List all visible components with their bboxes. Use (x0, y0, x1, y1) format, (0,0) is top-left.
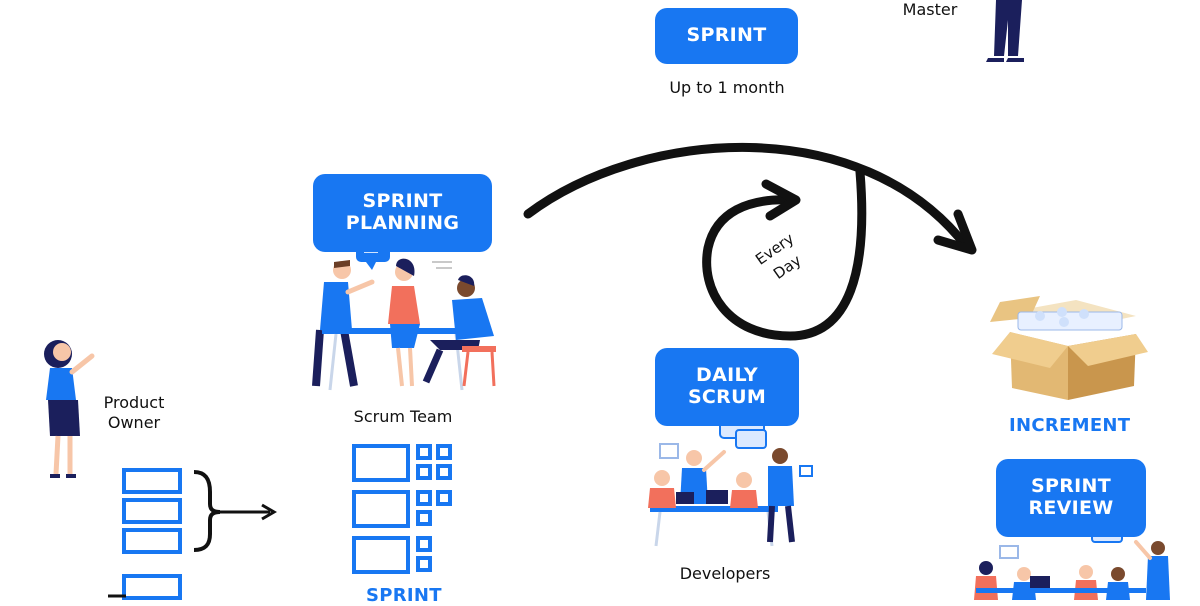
sprint-duration-label: Up to 1 month (669, 78, 785, 97)
scrum-master-label: Master (902, 0, 958, 19)
daily-loop-arrowhead (761, 179, 801, 221)
sprint-backlog-icon (352, 444, 452, 574)
increment-label: INCREMENT (1009, 415, 1131, 436)
product-owner-label: Product Owner (88, 393, 180, 433)
sprint-planning-label-line1: SPRINT (362, 190, 443, 213)
sprint-review-label-line1: SPRINT (1031, 475, 1111, 498)
sprint-review-pill: SPRINT REVIEW (996, 459, 1146, 537)
product-owner-label-line2: Owner (107, 413, 161, 432)
scrum-team-illustration (312, 238, 496, 391)
sprint-planning-pill: SPRINT PLANNING (313, 174, 492, 252)
daily-scrum-pill: DAILY SCRUM (655, 348, 799, 426)
increment-box-icon (990, 296, 1148, 400)
daily-loop-arrow (702, 167, 867, 341)
product-owner-figure (44, 340, 95, 478)
scrum-master-figure (986, 0, 1024, 62)
scrum-team-label: Scrum Team (353, 407, 453, 426)
sprint-backlog-label: SPRINT (366, 585, 442, 606)
sprint-flow-arrow (523, 143, 971, 251)
product-backlog-icon (122, 468, 182, 600)
sprint-pill: SPRINT (655, 8, 798, 64)
sprint-review-label-line2: REVIEW (1028, 497, 1114, 519)
daily-scrum-label-line2: SCRUM (687, 386, 767, 408)
product-owner-label-line1: Product (103, 393, 165, 412)
daily-scrum-label-line1: DAILY (696, 364, 758, 387)
sprint-planning-label-line2: PLANNING (345, 212, 460, 234)
sprint-flow-arrowhead (933, 209, 977, 255)
developers-illustration (648, 411, 813, 547)
sprint-pill-label: SPRINT (686, 24, 767, 47)
developers-label: Developers (679, 564, 771, 583)
